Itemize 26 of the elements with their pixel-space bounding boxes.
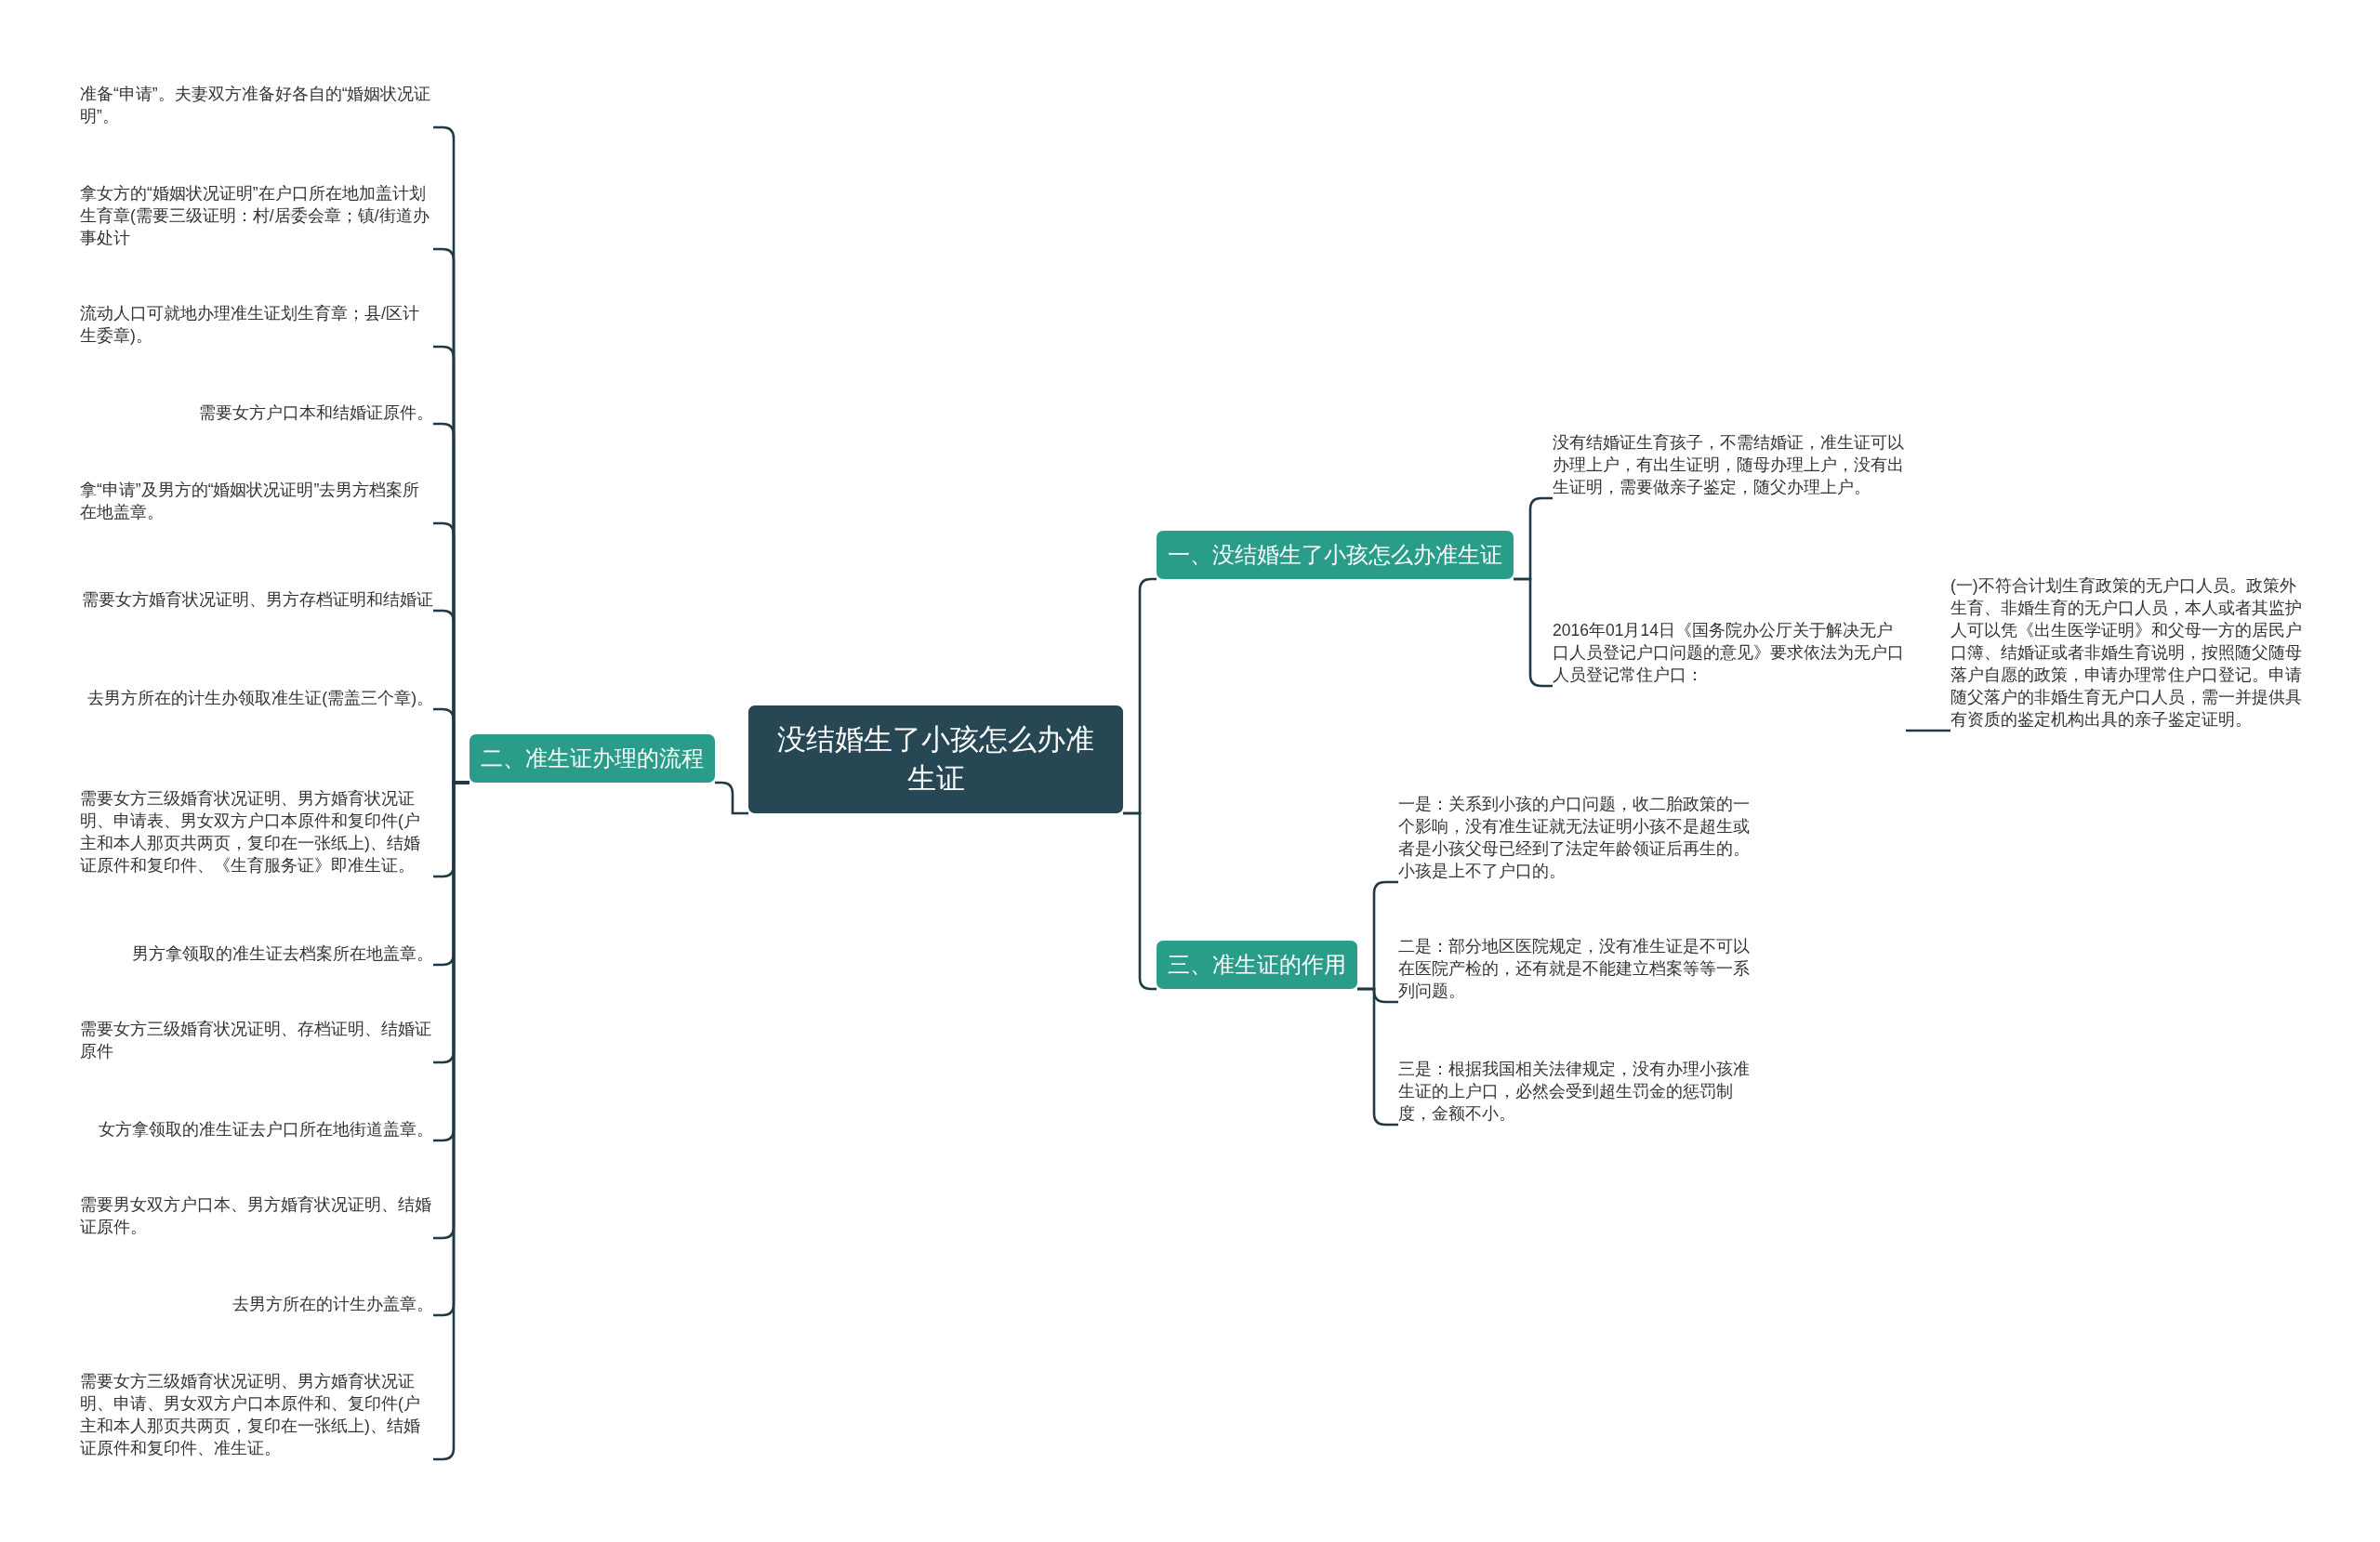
topic-text: 二是：部分地区医院规定，没有准生证是不可以在医院产检的，还有就是不能建立档案等等一系列问题。 [1398, 935, 1750, 1002]
topic-text: 2016年01月14日《国务院办公厅关于解决无户口人员登记户口问题的意见》要求依法为无户口人员登记常住户口： [1553, 619, 1906, 686]
branch-topic-box: 二、准生证办理的流程 [469, 734, 715, 783]
topic-text: 一是：关系到小孩的户口问题，收二胎政策的一个影响，没有准生证就无法证明小孩不是超生或者是小孩父母已经到了法定年龄领证后再生的。小孩是上不了户口的。 [1398, 793, 1750, 882]
topic-text: 需要女方三级婚育状况证明、男方婚育状况证明、申请表、男女双方户口本原件和复印件(户主和本人那页共两页，复印在一张纸上)、结婚证原件和复印件、《生育服务证》即准生证。 [80, 787, 433, 876]
topic-text: 需要女方三级婚育状况证明、存档证明、结婚证原件 [80, 1018, 433, 1062]
connector-line [1906, 729, 1950, 732]
topic-text: 拿“申请”及男方的“婚姻状况证明”去男方档案所在地盖章。 [80, 479, 433, 523]
topic-text: 需要男女双方户口本、男方婚育状况证明、结婚证原件。 [80, 1193, 433, 1238]
topic-text: 去男方所在的计生办盖章。 [232, 1293, 433, 1315]
topic-text: 男方拿领取的准生证去档案所在地盖章。 [132, 942, 433, 965]
branch-topic-box: 一、没结婚生了小孩怎么办准生证 [1157, 531, 1514, 579]
topic-text: 需要女方婚育状况证明、男方存档证明和结婚证 [82, 588, 433, 611]
topic-text: 流动人口可就地办理准生证划生育章；县/区计生委章)。 [80, 302, 433, 347]
topic-text: 需要女方三级婚育状况证明、男方婚育状况证明、申请、男女双方户口本原件和、复印件(户主和本人那页共两页，复印在一张纸上)、结婚证原件和复印件、准生证。 [80, 1370, 433, 1459]
branch-topic-box: 三、准生证的作用 [1157, 941, 1357, 989]
root-topic-box: 没结婚生了小孩怎么办准生证 [748, 705, 1123, 813]
topic-text: 去男方所在的计生办领取准生证(需盖三个章)。 [87, 687, 433, 709]
topic-text: 女方拿领取的准生证去户口所在地街道盖章。 [99, 1118, 433, 1140]
topic-text: 需要女方户口本和结婚证原件。 [199, 402, 433, 424]
topic-text: 没有结婚证生育孩子，不需结婚证，准生证可以办理上户，有出生证明，随母办理上户，没有出生证明，需要做亲子鉴定，随父办理上户。 [1553, 431, 1906, 498]
topic-text: 准备“申请”。夫妻双方准备好各自的“婚姻状况证明”。 [80, 83, 433, 127]
topic-text: (一)不符合计划生育政策的无户口人员。政策外生育、非婚生育的无户口人员，本人或者其监护人可以凭《出生医学证明》和父母一方的居民户口簿、结婚证或者非婚生育说明，按照随父随母落户自愿的政策，申请办理常住户口登记。申请随父落户的非婚生育无户口人员，需一并提供具有资质的鉴定机构出具的亲子鉴定证明。 [1950, 574, 2304, 731]
connector-line [715, 781, 748, 815]
topic-text: 三是：根据我国相关法律规定，没有办理小孩准生证的上户口，必然会受到超生罚金的惩罚制度，金额不小。 [1398, 1058, 1750, 1125]
topic-text: 拿女方的“婚姻状况证明”在户口所在地加盖计划生育章(需要三级证明：村/居委会章；镇/街道办事处计 [80, 182, 433, 249]
